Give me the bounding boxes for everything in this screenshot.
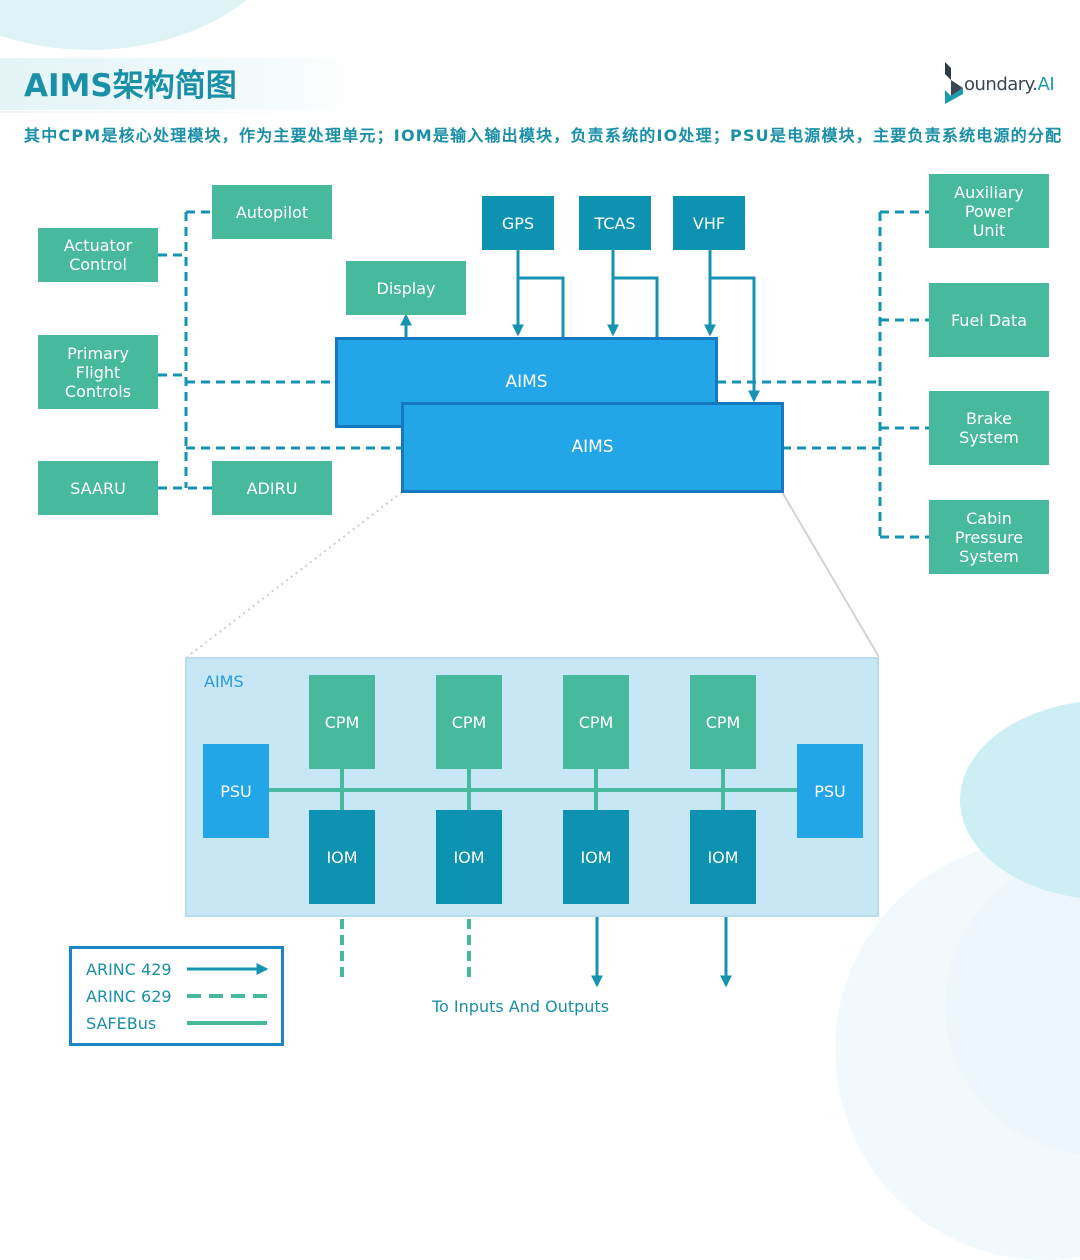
- cpm-box: CPM: [563, 675, 629, 769]
- page-subtitle: 其中CPM是核心处理模块，作为主要处理单元；IOM是输入输出模块，负责系统的IO…: [24, 126, 1063, 145]
- legend-safebus-label: SAFEBus: [86, 1014, 157, 1033]
- autopilot-box: Autopilot: [212, 185, 332, 239]
- fuel-data-box: Fuel Data: [929, 283, 1049, 357]
- tcas-box: TCAS: [579, 196, 651, 250]
- legend-arinc629-label: ARINC 629: [86, 987, 172, 1006]
- psu-left-box: PSU: [203, 744, 269, 838]
- cpm-box: CPM: [690, 675, 756, 769]
- boundary-logo-icon: [945, 62, 963, 104]
- vhf-box: VHF: [673, 196, 745, 250]
- title-band: [0, 58, 360, 110]
- logo-text-accent: AI: [1037, 74, 1055, 95]
- cpm-box: CPM: [436, 675, 502, 769]
- adiru-box: ADIRU: [212, 461, 332, 515]
- aims-unit-2: AIMS: [401, 402, 784, 493]
- aims-detail-panel: [185, 657, 879, 917]
- right-bus: [717, 210, 930, 539]
- iom-box: IOM: [690, 810, 756, 904]
- legend-swatches: [187, 963, 269, 1025]
- legend: ARINC 429 ARINC 629 SAFEBus: [69, 946, 284, 1046]
- zoom-guide-left: [186, 491, 403, 658]
- zoom-guide-right: [781, 491, 880, 658]
- gps-box: GPS: [482, 196, 554, 250]
- logo-text: oundary.AI: [964, 74, 1055, 95]
- page-title: AIMS架构简图: [24, 68, 237, 104]
- psu-right-box: PSU: [797, 744, 863, 838]
- display-box: Display: [346, 261, 466, 315]
- aims-detail-label: AIMS: [204, 672, 244, 691]
- title-divider: [0, 111, 360, 113]
- iom-box: IOM: [436, 810, 502, 904]
- cpm-box: CPM: [309, 675, 375, 769]
- logo-text-main: oundary.: [964, 74, 1038, 95]
- iom-box: IOM: [309, 810, 375, 904]
- saaru-box: SAARU: [38, 461, 158, 515]
- connection-lines: [158, 210, 930, 988]
- left-bus: [158, 210, 402, 490]
- iom-box: IOM: [563, 810, 629, 904]
- io-label: To Inputs And Outputs: [432, 997, 610, 1016]
- legend-arinc429-label: ARINC 429: [86, 960, 172, 979]
- brand-logo: oundary.AI: [942, 60, 1062, 106]
